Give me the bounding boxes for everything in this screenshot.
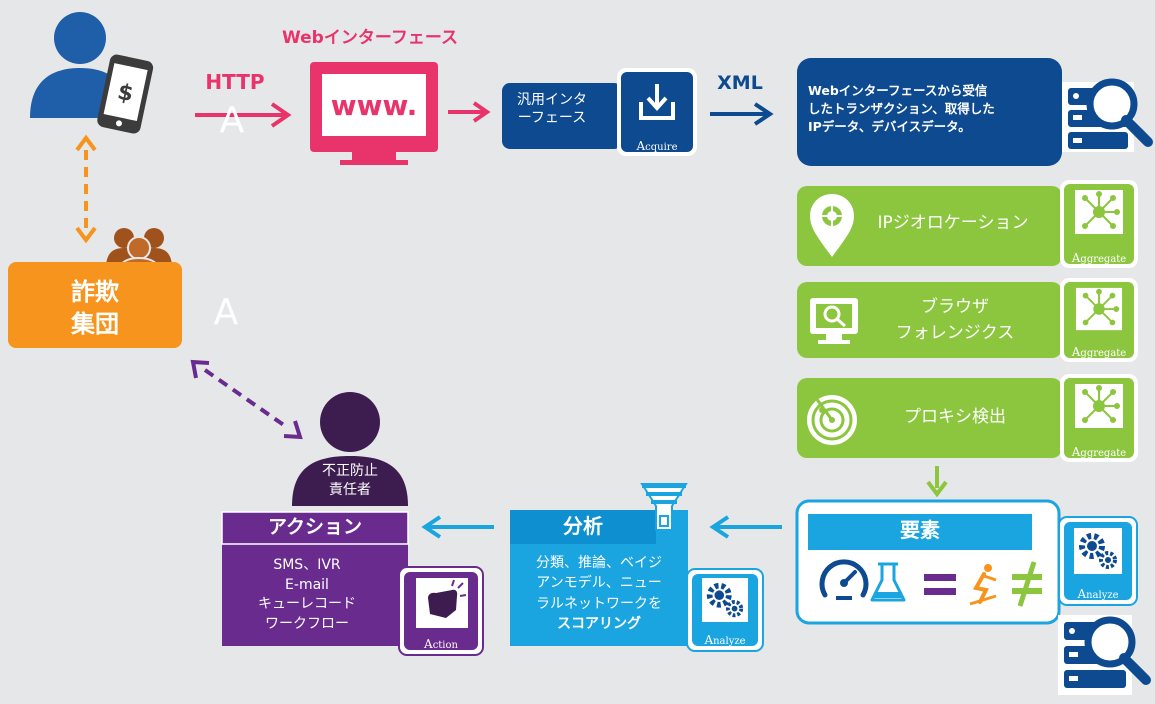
action-title: アクション	[267, 516, 363, 538]
module-box-browser-forensics	[797, 282, 1062, 358]
green-down-arrow	[926, 466, 948, 498]
not-equal-icon	[1012, 561, 1042, 607]
www-text: www.	[330, 89, 418, 122]
analysis-description: 分類、推論、ベイジ アンモデル、ニュー ラルネットワークを スコアリング	[536, 555, 662, 632]
module-label-proxy-detection: プロキシ検出	[904, 407, 1006, 427]
generic-interface-label: 汎用インタ ーフェース	[517, 92, 587, 126]
aggregate-badge-2: Aggregate	[1060, 278, 1138, 362]
acquire-badge: Acquire	[617, 68, 697, 156]
analysis-title: 分析	[563, 514, 603, 538]
fraud-group-box	[8, 262, 182, 348]
http-arrow	[195, 102, 292, 128]
fraud-group-label: 詐欺 集団	[71, 278, 119, 339]
generic-interface-box	[502, 83, 622, 149]
magnifier-screen-icon	[810, 298, 858, 344]
analysis-title-bar	[510, 510, 656, 544]
http-label: HTTP	[205, 70, 265, 94]
skier-icon	[969, 564, 997, 606]
stray-letter-a: A	[219, 100, 245, 141]
aggregate-badge-label-3: Aggregate	[1071, 445, 1127, 459]
aggregate-badge-3: Aggregate	[1060, 374, 1138, 462]
purple-dashed-arrow	[190, 359, 303, 440]
network-node-icon	[1075, 190, 1123, 234]
elements-title-bar	[808, 514, 1032, 550]
gear-icon	[702, 578, 748, 622]
server-search-icon	[1062, 78, 1153, 152]
analyze-badge-elements: Analyze	[1058, 516, 1138, 606]
arrow-elements-to-analysis	[709, 515, 782, 539]
xml-label: XML	[717, 72, 763, 94]
server-search-icon-bottom	[1058, 615, 1151, 695]
gear-icon	[1074, 528, 1122, 574]
aggregate-badge-1: Aggregate	[1060, 180, 1138, 268]
analyze-badge-label-analysis: Analyze	[704, 633, 746, 647]
download-icon	[639, 84, 675, 120]
monitor-icon	[310, 62, 438, 165]
arrow-web-to-interface	[448, 101, 491, 123]
module-label-browser-forensics: ブラウザ フォレンジクス	[895, 297, 1015, 344]
flask-icon	[870, 562, 906, 602]
module-box-proxy-detection	[797, 378, 1062, 458]
elements-title: 要素	[900, 518, 940, 542]
analyze-badge-analysis: Analyze	[686, 568, 764, 652]
speedometer-icon	[819, 559, 869, 600]
xml-arrow	[710, 102, 774, 126]
data-box	[797, 58, 1062, 166]
officer-label: 不正防止 責任者	[322, 463, 378, 498]
phone-dollar-icon: $	[97, 54, 154, 134]
aggregate-badge-label-2: Aggregate	[1071, 345, 1127, 359]
data-box-text: Webインターフェースから受信 したトランザクション、取得した IPデータ、デバ…	[808, 83, 995, 135]
action-title-bar	[221, 511, 409, 545]
aggregate-badge-label-1: Aggregate	[1071, 251, 1127, 265]
action-items: SMS、IVR E-mail キューレコード ワークフロー	[258, 557, 356, 632]
equals-icon	[924, 574, 956, 595]
action-badge: Action	[398, 566, 484, 656]
acquire-badge-label: Acquire	[636, 139, 678, 153]
stray-letter-a-2: A	[213, 292, 239, 333]
funnel-icon	[640, 483, 688, 531]
fist-icon	[416, 578, 468, 628]
radar-icon	[807, 395, 857, 445]
orange-dashed-arrow	[75, 134, 97, 244]
module-box-ip-geolocation	[797, 186, 1062, 266]
svg-text:$: $	[115, 80, 135, 108]
officer-person-icon	[292, 392, 408, 506]
network-node-icon	[1075, 287, 1123, 331]
network-node-icon	[1075, 384, 1123, 428]
analyze-badge-label-elements: Analyze	[1077, 587, 1119, 601]
web-interface-title: Webインターフェース	[282, 28, 458, 48]
module-label-ip-geolocation: IPジオロケーション	[877, 213, 1029, 233]
location-pin-icon	[810, 194, 854, 257]
arrow-analysis-to-action	[421, 515, 494, 539]
action-badge-label: Action	[424, 637, 458, 651]
